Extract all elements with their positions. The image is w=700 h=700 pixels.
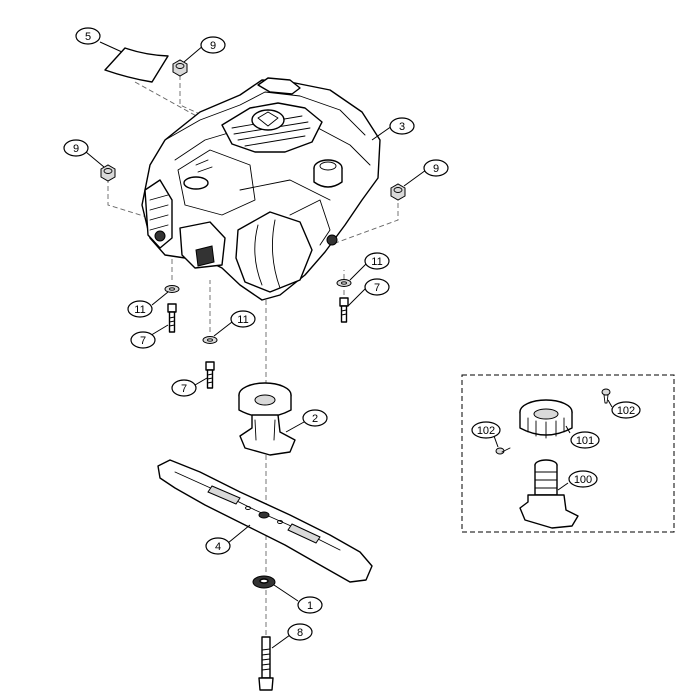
part-9-nut-top (172, 59, 188, 77)
part-7-bolt-center (205, 361, 215, 389)
callout-102-left: 102 (471, 421, 501, 439)
part-8-blade-bolt (258, 636, 274, 691)
callout-7-left: 7 (130, 331, 156, 349)
callout-9-right-label: 9 (433, 163, 439, 175)
part-11-washer-right (336, 279, 352, 287)
part-102-screw-left (495, 447, 511, 455)
part-7-bolt-left (167, 303, 177, 333)
callout-8: 8 (287, 623, 313, 641)
callout-100: 100 (568, 470, 598, 488)
callout-3: 3 (389, 117, 415, 135)
callout-11-center-label: 11 (237, 314, 248, 326)
part-2-blade-adapter (238, 382, 296, 456)
callout-5: 5 (75, 27, 101, 45)
alternative-adapter-group (461, 374, 675, 533)
callout-9-top: 9 (200, 36, 226, 54)
callout-2-label: 2 (312, 413, 318, 425)
callout-2: 2 (302, 409, 328, 427)
callout-1-label: 1 (307, 600, 313, 612)
callout-9-left: 9 (63, 139, 89, 157)
callout-3-label: 3 (399, 121, 405, 133)
callout-7-right: 7 (364, 278, 390, 296)
callout-11-left: 11 (127, 300, 153, 318)
callout-7-center: 7 (171, 379, 197, 397)
part-4-blade (157, 459, 373, 583)
callout-8-label: 8 (297, 627, 303, 639)
callout-102-left-label: 102 (477, 425, 495, 437)
callout-7-center-label: 7 (181, 383, 187, 395)
part-102-screw-right (601, 388, 611, 404)
callout-11-right-label: 11 (371, 256, 382, 268)
callout-11-left-label: 11 (134, 304, 145, 316)
callout-11-center: 11 (230, 310, 256, 328)
callout-100-label: 100 (574, 474, 592, 486)
callout-9-top-label: 9 (210, 40, 216, 52)
part-9-nut-right (390, 183, 406, 201)
callout-101: 101 (570, 431, 600, 449)
callout-102-right-label: 102 (617, 405, 635, 417)
callout-4-label: 4 (215, 541, 221, 553)
callout-9-left-label: 9 (73, 143, 79, 155)
callout-7-left-label: 7 (140, 335, 146, 347)
part-100-adapter (519, 459, 579, 529)
callout-11-right: 11 (364, 252, 390, 270)
callout-102-right: 102 (611, 401, 641, 419)
part-1-washer (252, 575, 276, 589)
callout-4: 4 (205, 537, 231, 555)
part-9-nut-left (100, 164, 116, 182)
part-11-washer-center (202, 336, 218, 344)
callout-7-right-label: 7 (374, 282, 380, 294)
leader-lines (85, 41, 613, 649)
callout-9-right: 9 (423, 159, 449, 177)
callout-1: 1 (297, 596, 323, 614)
part-101-ring (519, 399, 573, 439)
part-7-bolt-right (339, 297, 349, 323)
callout-5-label: 5 (85, 31, 91, 43)
part-5-sticker (104, 47, 169, 83)
part-11-washer-left (164, 285, 180, 293)
part-3-engine (141, 77, 381, 301)
callout-101-label: 101 (576, 435, 594, 447)
